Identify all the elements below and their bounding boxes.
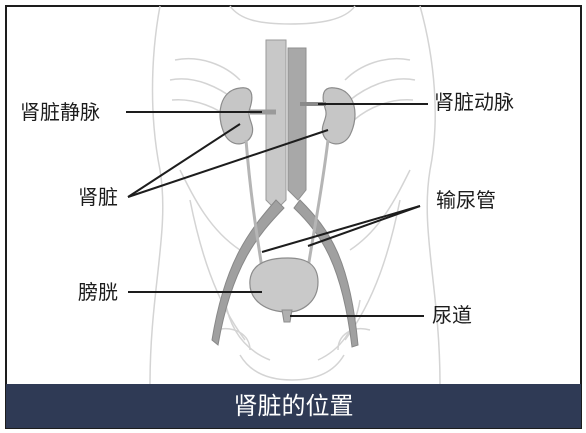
label-ureter: 输尿管 — [436, 188, 496, 212]
label-bladder: 膀胱 — [78, 280, 118, 304]
label-urethra: 尿道 — [432, 303, 472, 327]
vena-cava — [266, 40, 286, 210]
label-renal-vein: 肾脏静脉 — [20, 100, 100, 124]
caption-bar: 肾脏的位置 — [6, 384, 581, 428]
diagram-caption: 肾脏的位置 — [6, 384, 581, 428]
aorta — [288, 48, 306, 200]
bladder — [250, 258, 318, 312]
label-kidney: 肾脏 — [78, 185, 118, 209]
label-renal-artery: 肾脏动脉 — [434, 90, 514, 114]
right-kidney — [322, 88, 355, 144]
left-kidney — [220, 88, 253, 144]
